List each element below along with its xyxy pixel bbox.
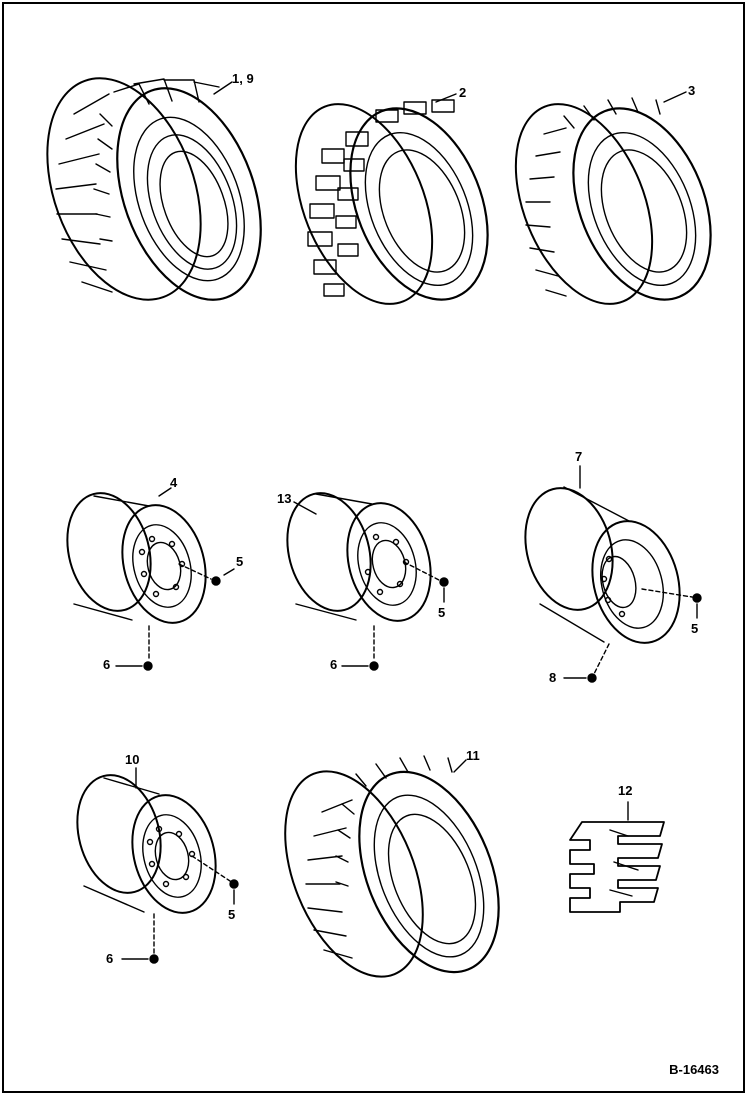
callout-1-9: 1, 9 bbox=[232, 71, 254, 86]
figure-code: B-16463 bbox=[669, 1062, 719, 1077]
callout-2: 2 bbox=[459, 85, 467, 100]
callout-10: 10 bbox=[125, 752, 140, 767]
rim-4 bbox=[66, 487, 235, 671]
callout-leader-3 bbox=[663, 91, 687, 103]
rim-10 bbox=[76, 767, 239, 964]
callout-6-rim-10: 6 bbox=[106, 951, 114, 966]
callout-5-rim-7: 5 bbox=[691, 621, 699, 636]
callout-3: 3 bbox=[688, 83, 696, 98]
callout-12: 12 bbox=[618, 783, 633, 798]
tire-11 bbox=[284, 755, 500, 978]
callout-8: 8 bbox=[549, 670, 557, 685]
rim-7 bbox=[524, 465, 702, 683]
callout-6-rim-4: 6 bbox=[103, 657, 111, 672]
rim-13 bbox=[286, 492, 449, 671]
parts-illustration bbox=[46, 77, 712, 978]
callout-7: 7 bbox=[575, 449, 583, 464]
callout-leader-11 bbox=[453, 759, 467, 773]
tire-2 bbox=[294, 99, 489, 305]
callout-5-rim-13: 5 bbox=[438, 605, 446, 620]
callout-5-rim-10: 5 bbox=[228, 907, 236, 922]
tread-pad-12 bbox=[569, 801, 665, 913]
tire-3 bbox=[514, 97, 712, 305]
callout-leader-2 bbox=[435, 93, 457, 103]
callout-11: 11 bbox=[466, 748, 480, 763]
callout-5-rim-4: 5 bbox=[236, 554, 244, 569]
tire-1-9 bbox=[46, 77, 262, 301]
callout-4: 4 bbox=[170, 475, 178, 490]
callout-6-rim-13: 6 bbox=[330, 657, 338, 672]
callout-13: 13 bbox=[277, 491, 292, 506]
callout-leader-1-9 bbox=[213, 81, 233, 95]
